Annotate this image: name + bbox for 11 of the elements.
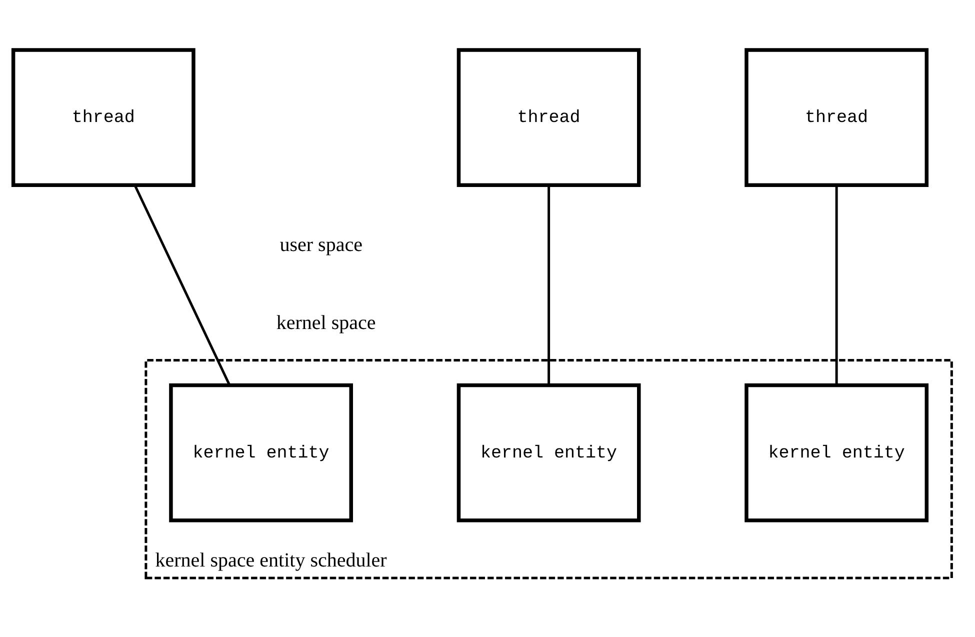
node-box: thread [11,48,196,186]
node-box: kernel entity [456,382,641,522]
connector [134,184,231,386]
label: kernel space [276,311,376,334]
label: user space [280,234,362,256]
connector [548,184,550,385]
node-box: kernel entity [744,382,929,522]
node-box: thread [744,48,929,186]
connector [835,184,838,385]
node-box: kernel entity [169,382,353,522]
node-box: thread [456,48,641,186]
